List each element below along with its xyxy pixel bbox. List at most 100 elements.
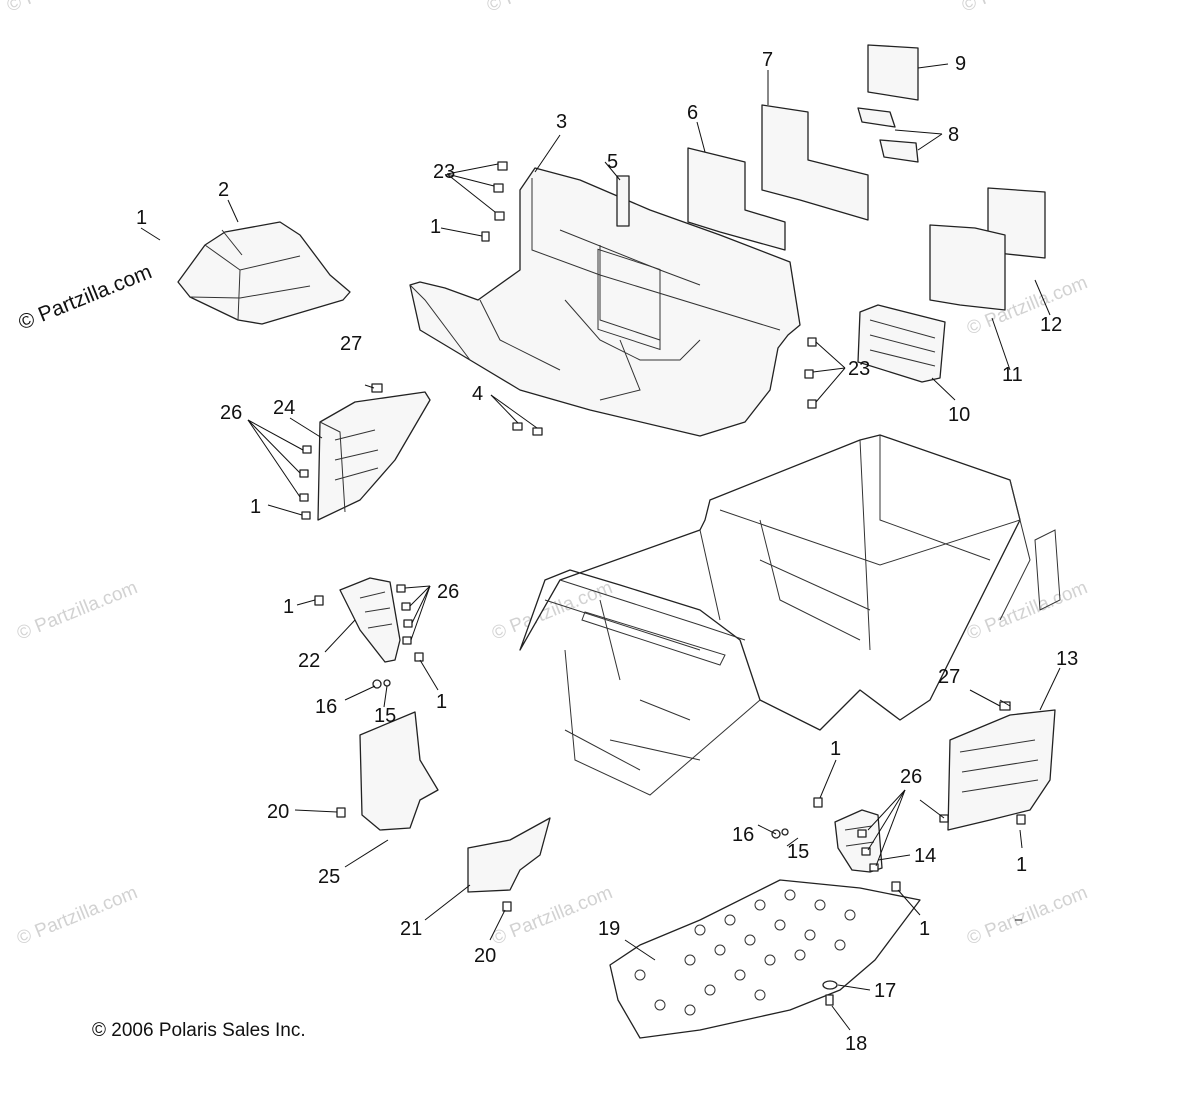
screw-26f bbox=[403, 619, 413, 628]
part-9-pad bbox=[867, 44, 919, 101]
part-19-skid-plate bbox=[609, 879, 921, 1039]
watermark-5: © Partzilla.com bbox=[489, 882, 616, 949]
washer-15b bbox=[781, 828, 789, 836]
callout-10: 10 bbox=[948, 404, 970, 426]
callout-1-f: 1 bbox=[830, 738, 841, 760]
callout-1-e: 1 bbox=[436, 691, 447, 713]
callout-11: 11 bbox=[1002, 364, 1023, 386]
callout-18: 18 bbox=[845, 1033, 867, 1055]
callout-21: 21 bbox=[400, 918, 422, 940]
screw-26b bbox=[299, 469, 309, 478]
watermark-top-1: © Partzilla.com bbox=[4, 0, 131, 17]
watermark-1: © Partzilla.com bbox=[14, 577, 141, 644]
watermark-4: © Partzilla.com bbox=[14, 882, 141, 949]
part-24-side-panel bbox=[317, 391, 431, 521]
callout-4: 4 bbox=[472, 383, 483, 405]
screw-1c bbox=[314, 595, 324, 606]
clip-23d bbox=[807, 337, 817, 347]
washer-15a bbox=[383, 679, 391, 687]
screw-26i bbox=[861, 847, 871, 856]
callout-labels: 1 2 3 23 1 5 6 7 9 8 12 11 10 23 4 27 24… bbox=[136, 49, 1078, 1055]
screw-1e bbox=[813, 797, 823, 808]
callout-24: 24 bbox=[273, 397, 295, 419]
callout-26-a: 26 bbox=[220, 402, 242, 424]
clip-23e bbox=[804, 369, 814, 379]
callout-15-b: 15 bbox=[787, 841, 809, 863]
clip-4a bbox=[512, 422, 523, 431]
callout-27-b: 27 bbox=[938, 666, 960, 688]
callout-23-a: 23 bbox=[433, 161, 455, 183]
part-6-insulation bbox=[687, 147, 786, 251]
screw-1a bbox=[481, 231, 490, 242]
fasteners-group bbox=[481, 161, 817, 436]
screw-26d bbox=[396, 584, 406, 593]
screw-1b bbox=[301, 511, 311, 520]
screw-26e bbox=[401, 602, 411, 611]
part-25-guard bbox=[359, 711, 439, 831]
screw-1g bbox=[891, 881, 901, 892]
clip-23f bbox=[807, 399, 817, 409]
screw-20b bbox=[502, 901, 512, 912]
clip-23b bbox=[493, 183, 504, 193]
callout-6: 6 bbox=[687, 102, 698, 124]
callout-19: 19 bbox=[598, 918, 620, 940]
screw-26g bbox=[402, 636, 412, 645]
callout-15-a: 15 bbox=[374, 705, 396, 727]
screw-26j bbox=[869, 863, 879, 872]
callout-13: 13 bbox=[1056, 648, 1078, 670]
callout-25: 25 bbox=[318, 866, 340, 888]
callout-1-a: 1 bbox=[136, 207, 147, 229]
screw-20a bbox=[336, 807, 346, 818]
callout-16-b: 16 bbox=[732, 824, 754, 846]
part-22-duct bbox=[339, 577, 401, 663]
callout-17: 17 bbox=[874, 980, 896, 1002]
chassis-frame bbox=[519, 434, 1061, 796]
screw-26c bbox=[299, 493, 309, 502]
callout-1-b: 1 bbox=[430, 216, 441, 238]
part-7-foam-block bbox=[761, 104, 869, 221]
callout-14: 14 bbox=[914, 845, 936, 867]
screw-1d bbox=[414, 652, 424, 662]
callout-20-a: 20 bbox=[267, 801, 289, 823]
clip-27a bbox=[371, 383, 383, 393]
callout-8: 8 bbox=[948, 124, 959, 146]
clip-23a bbox=[497, 161, 508, 171]
callout-22: 22 bbox=[298, 650, 320, 672]
callout-7: 7 bbox=[762, 49, 773, 71]
callout-3: 3 bbox=[556, 111, 567, 133]
clip-23c bbox=[494, 211, 505, 221]
leader-lines bbox=[140, 63, 1061, 1031]
small-fasteners bbox=[299, 445, 1026, 912]
callout-20-b: 20 bbox=[474, 945, 496, 967]
part-13-side-panel bbox=[947, 709, 1056, 831]
bolt-18 bbox=[825, 994, 834, 1006]
callout-23-b: 23 bbox=[848, 358, 870, 380]
part-14-duct bbox=[834, 809, 883, 873]
callout-5: 5 bbox=[607, 151, 618, 173]
callout-1-h: 1 bbox=[919, 918, 930, 940]
screw-26k bbox=[939, 814, 949, 823]
callout-1-c: 1 bbox=[250, 496, 261, 518]
copyright-notice: © 2006 Polaris Sales Inc. bbox=[92, 1020, 306, 1041]
callout-16-a: 16 bbox=[315, 696, 337, 718]
watermark-top-3: © Partzilla.com bbox=[959, 0, 1086, 17]
watermark-dark: © Partzilla.com bbox=[15, 260, 155, 334]
watermark-6: © Partzilla.com bbox=[964, 882, 1091, 949]
callout-26-c: 26 bbox=[900, 766, 922, 788]
watermark-top-2: © Partzilla.com bbox=[484, 0, 611, 17]
screw-26h bbox=[857, 829, 867, 838]
part-11-insulation bbox=[929, 224, 1006, 311]
part-8-pad-a bbox=[857, 107, 896, 128]
part-8-pad-b bbox=[879, 139, 919, 163]
part-5-bracket bbox=[616, 175, 630, 227]
callout-9: 9 bbox=[955, 53, 966, 75]
callout-1-d: 1 bbox=[283, 596, 294, 618]
callout-2: 2 bbox=[218, 179, 229, 201]
callout-27-a: 27 bbox=[340, 333, 362, 355]
part-10-vent-panel bbox=[857, 304, 946, 383]
callout-12: 12 bbox=[1040, 314, 1062, 336]
part-3-floor-panel bbox=[409, 167, 801, 437]
callout-26-b: 26 bbox=[437, 581, 459, 603]
